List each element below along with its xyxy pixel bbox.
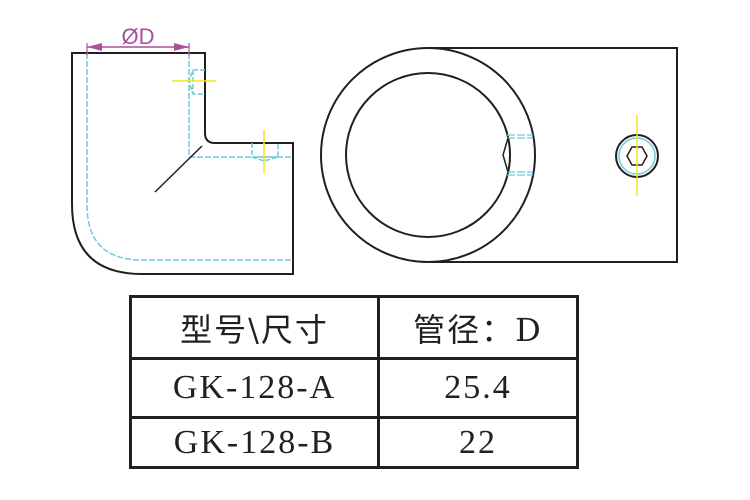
hex-socket-icon xyxy=(626,146,648,166)
row-diameter: 25.4 xyxy=(380,357,576,416)
header-diameter: 管径：D xyxy=(413,310,543,349)
arrow-left-icon xyxy=(87,43,102,51)
section-line xyxy=(154,145,203,193)
arrow-right-icon xyxy=(174,43,189,51)
hidden-branch-line xyxy=(188,53,293,158)
hidden-bore-line xyxy=(86,53,293,261)
end-view xyxy=(320,46,678,263)
screw-hole-right xyxy=(251,143,279,162)
row-diameter: 22 xyxy=(380,416,576,466)
side-view-outline xyxy=(71,52,294,275)
end-view-outline xyxy=(320,46,678,263)
dimension-label: ØD xyxy=(122,24,155,49)
row-model: GK-128-B xyxy=(132,416,380,466)
spec-table: 型号\尺寸 管径：D GK-128-A 25.4 GK-128-B 22 xyxy=(129,295,579,469)
screw-tip xyxy=(502,137,509,173)
hidden-screw-lines xyxy=(507,134,533,176)
row-model: GK-128-A xyxy=(132,357,380,416)
bore-circle xyxy=(345,72,511,238)
side-view: ØD xyxy=(71,24,294,275)
header-model: 型号\尺寸 xyxy=(132,298,380,357)
screw-hole-top xyxy=(188,69,205,95)
